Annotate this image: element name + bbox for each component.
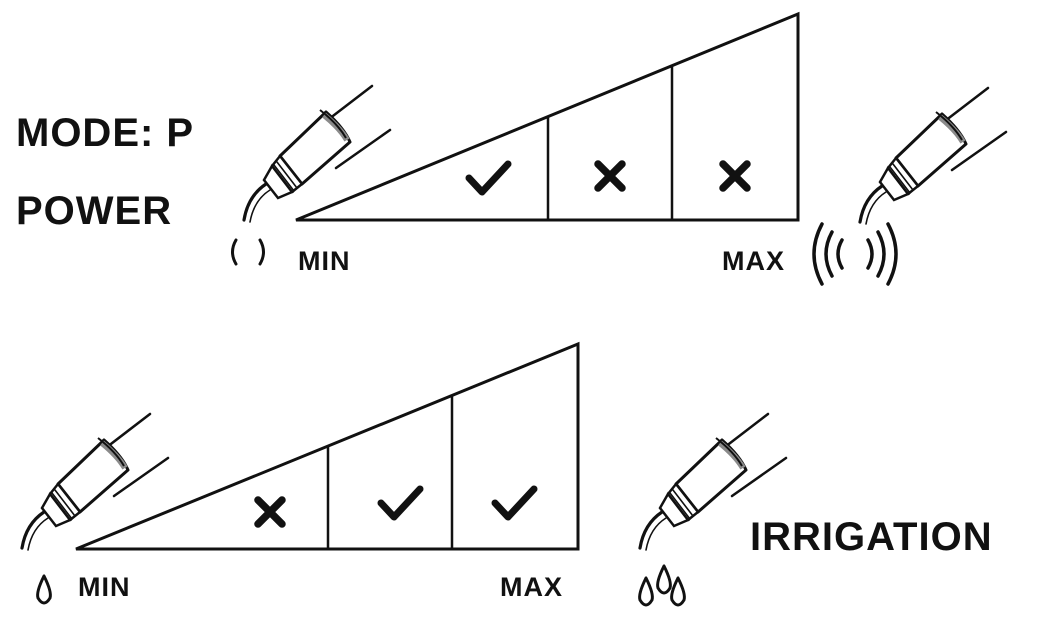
low-vibration-icon — [231, 238, 265, 266]
high-vibration-icon — [812, 222, 898, 286]
power-cell-3-cross-icon — [719, 160, 751, 192]
power-scale — [295, 11, 800, 222]
power-title: POWER — [16, 189, 172, 233]
mode-label: MODE: P — [16, 111, 194, 155]
power-max-label: MAX — [722, 246, 785, 276]
irrigation-min-label: MIN — [78, 572, 131, 602]
power-max-handpiece-icon — [860, 88, 1006, 224]
multiple-drops-icon — [638, 564, 686, 607]
power-min-label: MIN — [298, 246, 351, 276]
power-cell-1-check-icon — [465, 160, 512, 196]
irrigation-max-label: MAX — [500, 572, 563, 602]
irrigation-cell-3-check-icon — [491, 485, 538, 521]
irrigation-scale — [75, 341, 580, 551]
irrigation-cells — [254, 485, 538, 528]
irrigation-cell-1-cross-icon — [254, 496, 286, 528]
power-cells — [465, 160, 751, 196]
irrigation-cell-2-check-icon — [377, 485, 424, 521]
single-drop-icon — [36, 574, 52, 605]
power-cell-2-cross-icon — [594, 160, 626, 192]
irrigation-title: IRRIGATION — [750, 515, 993, 559]
